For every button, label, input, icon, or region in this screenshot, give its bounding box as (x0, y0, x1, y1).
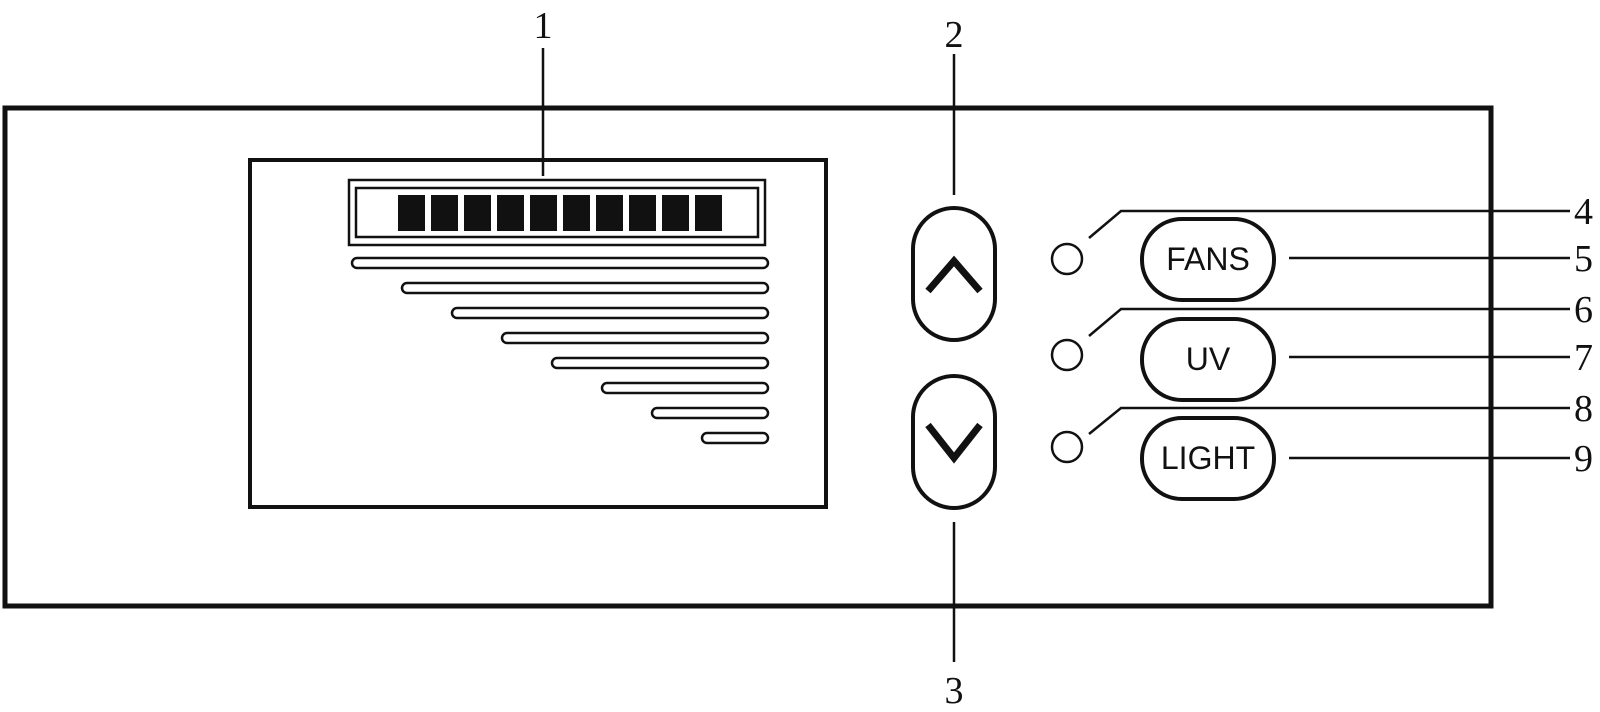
chevron-up-icon (925, 255, 983, 294)
up-button-outline[interactable] (911, 206, 997, 342)
indicator-bar (350, 256, 770, 270)
leader-line-6 (1088, 307, 1570, 337)
down-button[interactable] (911, 374, 997, 510)
callout-1: 1 (534, 5, 553, 47)
indicator-bar (500, 331, 770, 345)
light-button-outline[interactable] (1140, 416, 1276, 501)
level-segment (596, 195, 623, 231)
fans-indicator-led (1050, 242, 1084, 276)
up-button[interactable] (911, 206, 997, 342)
level-meter-segments (398, 195, 722, 231)
leader-line-4 (1088, 209, 1570, 239)
callout-3: 3 (945, 670, 964, 712)
indicator-bars (350, 256, 770, 445)
level-segment (695, 195, 722, 231)
indicator-bar (400, 281, 770, 295)
level-meter-outer (347, 178, 767, 247)
down-button-outline[interactable] (911, 374, 997, 510)
callout-8: 8 (1574, 388, 1593, 430)
indicator-bar (450, 306, 770, 320)
fans-button-outline[interactable] (1140, 217, 1276, 302)
callout-2: 2 (945, 14, 964, 56)
light-indicator-led (1050, 430, 1084, 464)
leader-line-8 (1088, 406, 1570, 435)
level-meter-inner (354, 186, 760, 239)
indicator-bar (550, 356, 770, 370)
fans-button[interactable]: FANS (1140, 217, 1276, 302)
uv-button-label: UV (1186, 341, 1231, 377)
level-segment (629, 195, 656, 231)
level-segment (530, 195, 557, 231)
level-segment (464, 195, 491, 231)
callout-7: 7 (1574, 337, 1593, 379)
level-segment (662, 195, 689, 231)
display-frame (248, 158, 828, 509)
display-screen (248, 158, 828, 509)
indicator-bar (700, 431, 770, 445)
callout-6: 6 (1574, 289, 1593, 331)
level-segment (431, 195, 458, 231)
level-segment (398, 195, 425, 231)
uv-indicator-led (1050, 338, 1084, 372)
callout-5: 5 (1574, 238, 1593, 280)
uv-button[interactable]: UV (1140, 317, 1276, 402)
indicator-bar (600, 381, 770, 395)
light-button-label: LIGHT (1161, 440, 1255, 476)
light-button[interactable]: LIGHT (1140, 416, 1276, 501)
chevron-down-icon (925, 422, 983, 464)
level-segment (497, 195, 524, 231)
level-segment (563, 195, 590, 231)
fans-button-label: FANS (1166, 241, 1250, 277)
uv-button-outline[interactable] (1140, 317, 1276, 402)
indicator-bar (650, 406, 770, 420)
callout-4: 4 (1574, 191, 1593, 233)
callout-9: 9 (1574, 438, 1593, 480)
